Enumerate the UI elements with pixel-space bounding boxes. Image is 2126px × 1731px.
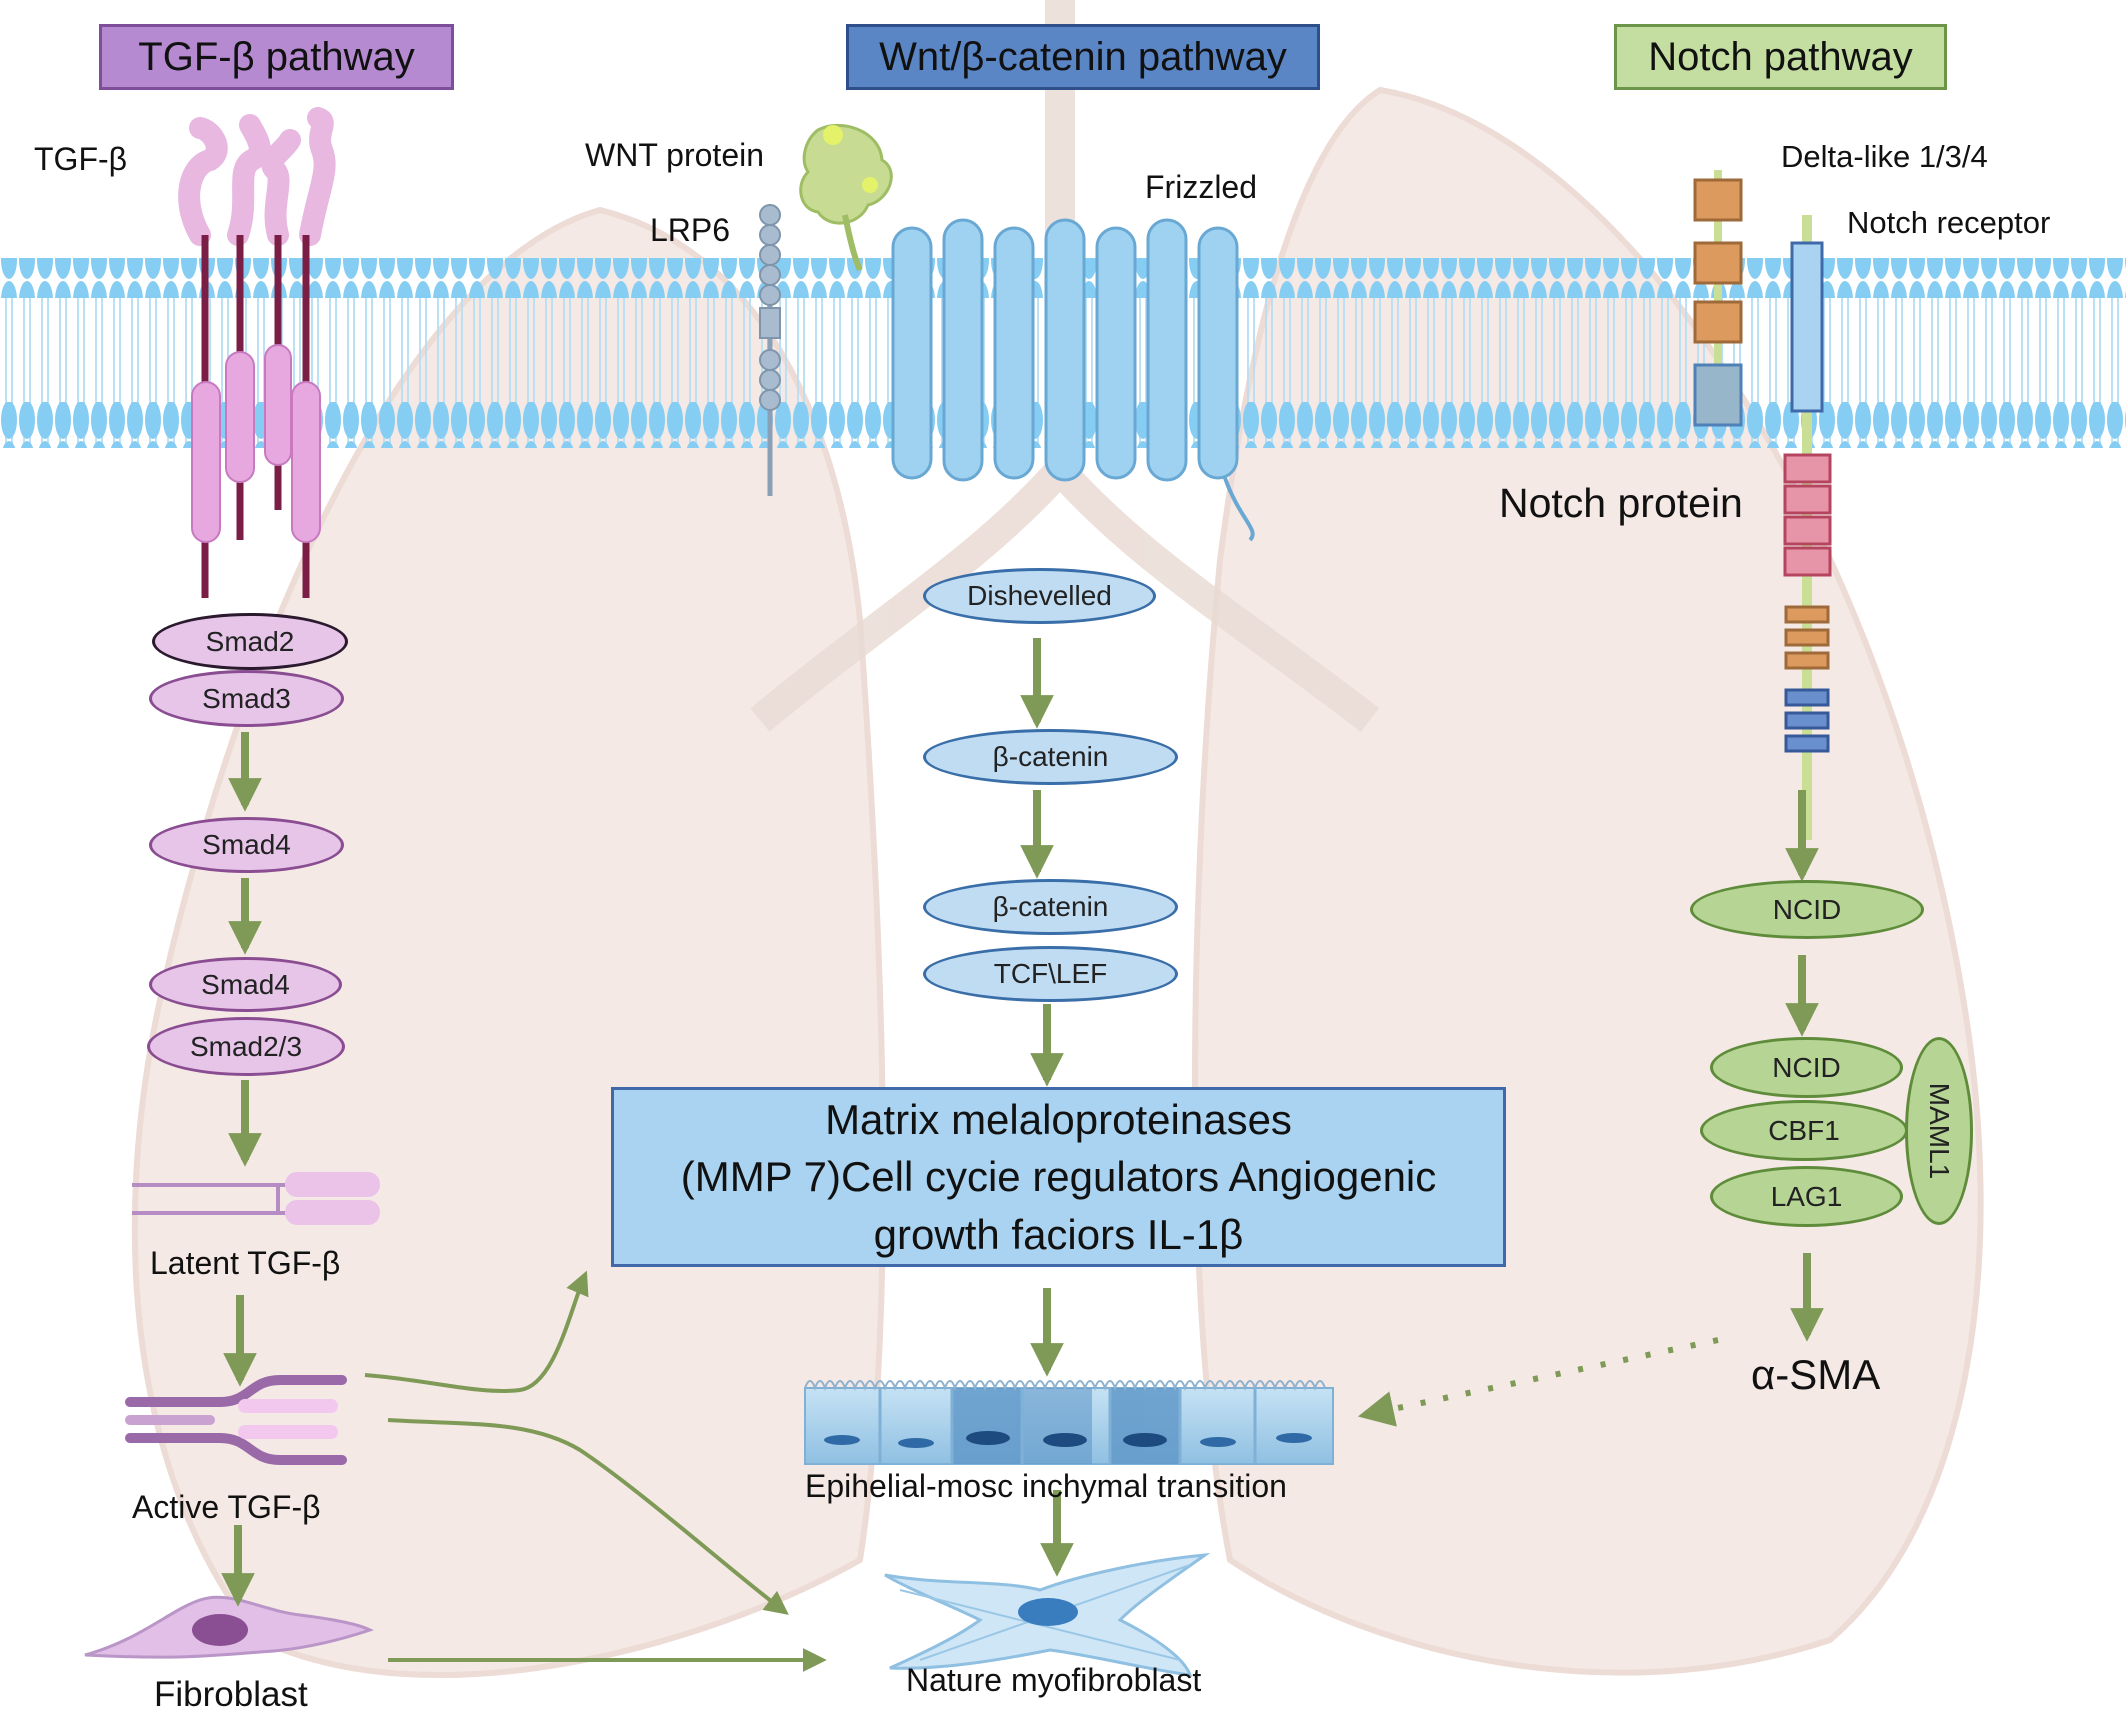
smad4-complex-node: Smad4 <box>149 957 342 1012</box>
wnt-protein-label: WNT protein <box>585 137 765 173</box>
notch-receptor-label: Notch receptor <box>1847 205 2051 240</box>
frizzled-label: Frizzled <box>1145 169 1258 205</box>
active-tgf-label: Active TGF-β <box>132 1489 321 1525</box>
smad3-node: Smad3 <box>149 670 344 727</box>
delta-like-label: Delta-like 1/3/4 <box>1781 139 1988 174</box>
lrp6-receptor-icon <box>759 204 781 496</box>
fibroblast-cell-icon <box>84 1595 374 1659</box>
lrp6-label: LRP6 <box>650 212 731 248</box>
latent-tgf-label: Latent TGF-β <box>150 1245 341 1281</box>
pathway-arrows <box>221 638 1824 1607</box>
active-tgf-icon <box>125 1375 347 1465</box>
fibroblast-label: Fibroblast <box>154 1675 308 1714</box>
wnt-protein-icon <box>799 124 893 272</box>
tgf-ligand-label: TGF-β <box>34 141 128 177</box>
wnt-pathway-title: Wnt/β-catenin pathway <box>846 24 1320 90</box>
dishevelled-node: Dishevelled <box>923 568 1156 624</box>
latent-tgf-icon <box>132 1172 380 1225</box>
myofibroblast-label: Nature myofibroblast <box>906 1662 1202 1698</box>
notch-pathway-title: Notch pathway <box>1614 24 1947 90</box>
smad23-complex-node: Smad2/3 <box>147 1017 345 1076</box>
target-genes-box: Matrix melaloproteinases (MMP 7)Cell cyc… <box>611 1087 1506 1267</box>
notch-receptor-icon <box>1783 215 1832 840</box>
epithelium-cells-icon <box>804 1380 1334 1465</box>
ncid-complex-node: NCID <box>1710 1037 1903 1098</box>
tgf-receptor-icon <box>178 107 336 598</box>
target-genes-line1: Matrix melaloproteinases <box>825 1096 1292 1144</box>
maml1-label: MAML1 <box>1924 1082 1955 1180</box>
beta-catenin-nuclear-node: β-catenin <box>923 879 1178 935</box>
ncid-node: NCID <box>1690 880 1924 939</box>
lag1-node: LAG1 <box>1710 1166 1903 1227</box>
myofibroblast-cell-icon <box>884 1553 1211 1677</box>
cross-pathway-arrows <box>364 1270 1719 1672</box>
maml1-node: MAML1 <box>1905 1037 1973 1225</box>
cbf1-node: CBF1 <box>1700 1100 1908 1161</box>
alpha-sma-label: α-SMA <box>1751 1351 1881 1398</box>
smad4-node: Smad4 <box>149 817 344 873</box>
delta-ligand-icon <box>1693 170 1743 427</box>
frizzled-receptor-icon <box>891 218 1255 542</box>
beta-catenin-node: β-catenin <box>923 729 1178 785</box>
emt-label: Epihelial-mosc inchymal transition <box>805 1468 1287 1504</box>
tcf-lef-node: TCF\LEF <box>923 946 1178 1002</box>
smad2-node: Smad2 <box>152 613 348 670</box>
target-genes-line3: growth faciors IL-1β <box>873 1210 1244 1258</box>
tgf-pathway-title: TGF-β pathway <box>99 24 454 90</box>
target-genes-line2: (MMP 7)Cell cycie regulators Angiogenic <box>680 1153 1437 1201</box>
notch-protein-label: Notch protein <box>1499 480 1743 526</box>
